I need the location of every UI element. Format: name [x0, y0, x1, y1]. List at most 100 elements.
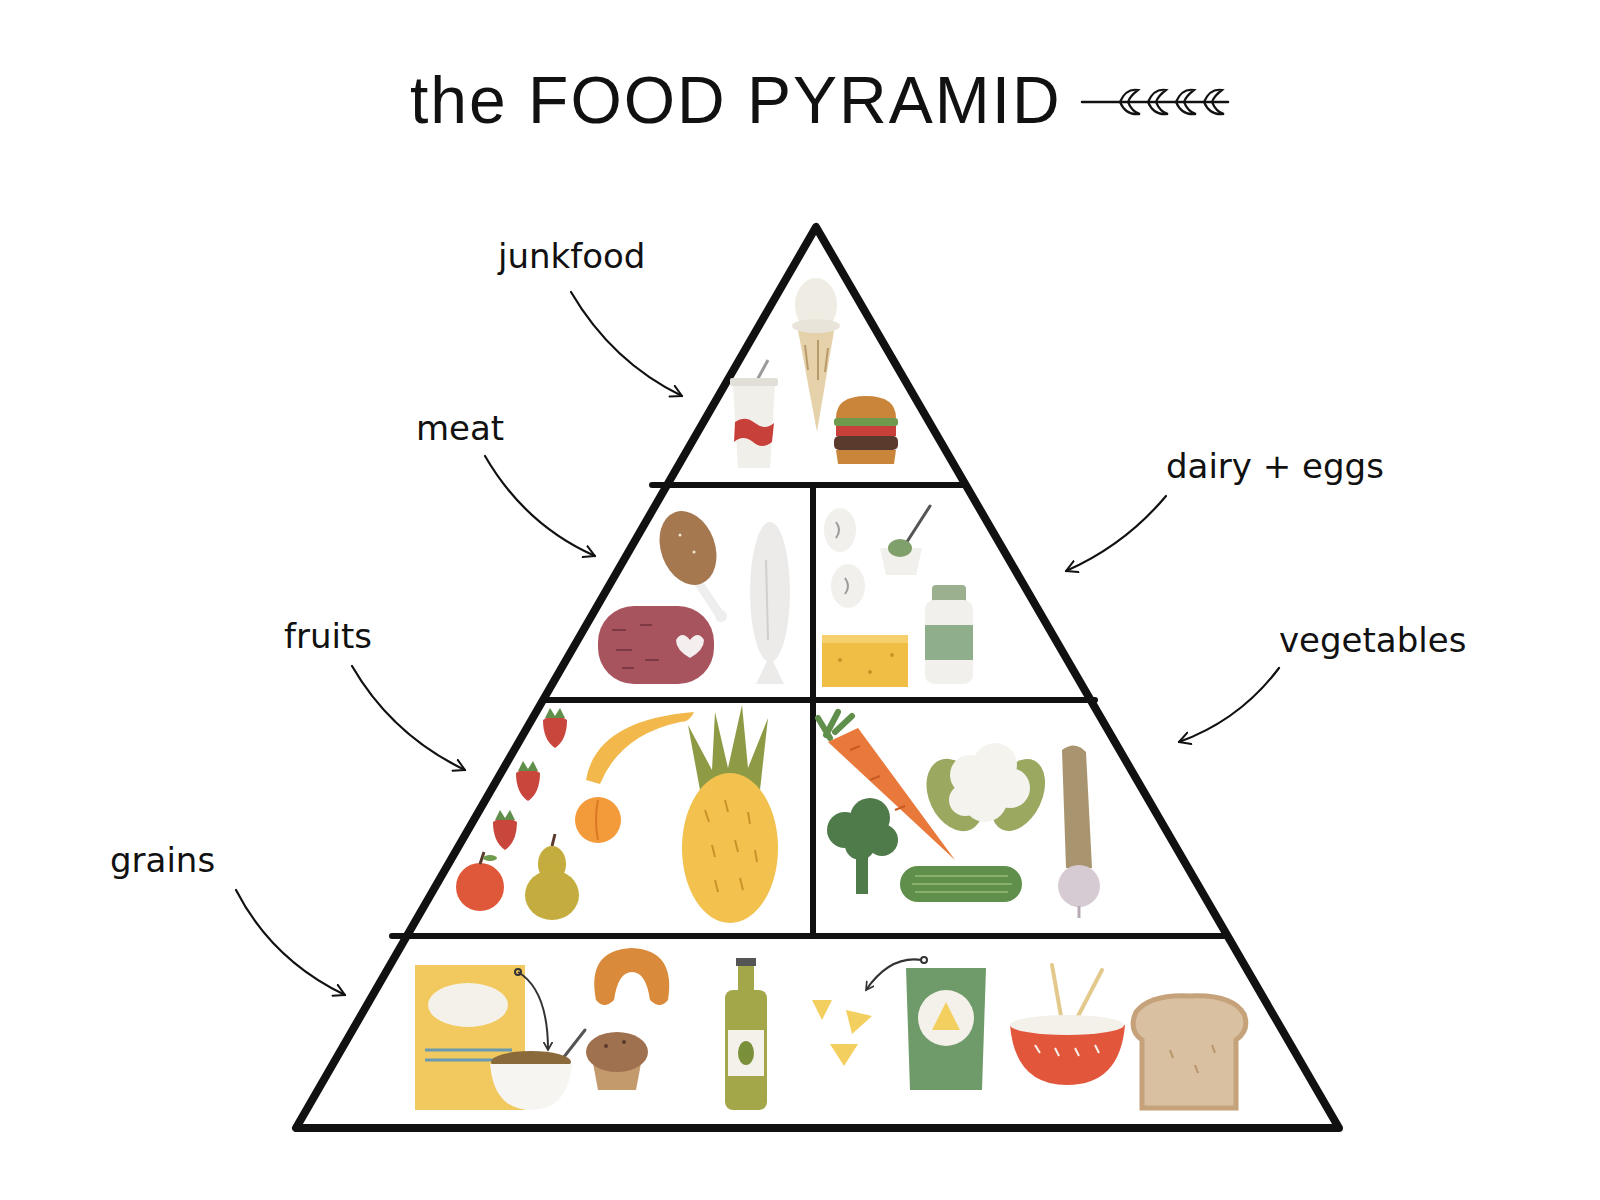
- broccoli: [845, 830, 875, 860]
- cucumber: [900, 866, 1022, 902]
- cucumber: [912, 876, 1012, 892]
- tortilla-chips: [846, 1010, 872, 1034]
- roast-meat: [598, 606, 714, 684]
- chip-bag: [866, 957, 986, 1090]
- strawberry: [518, 761, 538, 771]
- tortilla-chips: [812, 1000, 832, 1020]
- pineapple: [705, 800, 757, 892]
- strawberry: [545, 708, 565, 718]
- burger: [834, 436, 898, 450]
- burger: [836, 426, 896, 436]
- chip-bag: [921, 957, 927, 963]
- cheese: [890, 653, 894, 657]
- soda-cup: [733, 384, 775, 468]
- tortilla-chips: [812, 1000, 872, 1066]
- banana: [586, 712, 694, 784]
- oil-bottle: [738, 964, 754, 994]
- bread-slice: [1170, 1045, 1215, 1073]
- oil-bottle: [736, 958, 756, 966]
- pineapple: [682, 773, 778, 923]
- cereal-box: [425, 1049, 512, 1052]
- strawberry: [493, 818, 517, 850]
- pear: [525, 834, 579, 920]
- ice-cream-cone: [805, 340, 828, 380]
- pyramid-outline: [810, 485, 816, 936]
- roast-meat: [612, 625, 659, 668]
- soda-cup: [734, 419, 774, 446]
- milk-bottle: [925, 600, 973, 684]
- leader-arrow: [571, 292, 682, 396]
- muffin: [622, 1040, 626, 1044]
- leader-arrow: [352, 666, 465, 770]
- drumstick: [698, 582, 718, 612]
- fish: [766, 560, 768, 640]
- peach: [596, 800, 598, 840]
- ice-cream-cone: [792, 319, 840, 333]
- label-anchor: grains: [110, 840, 215, 880]
- roast-meat: [598, 606, 714, 684]
- pear: [525, 870, 579, 920]
- strawberry: [543, 716, 567, 748]
- strawberry: [493, 708, 567, 850]
- leader-arrow: [236, 292, 1279, 995]
- cereal-box: [428, 983, 508, 1027]
- rice-bowl: [1052, 965, 1062, 1022]
- parsnip: [1058, 865, 1100, 907]
- oil-bottle: [728, 1030, 764, 1076]
- burger: [834, 396, 898, 464]
- parsnip: [1058, 745, 1100, 918]
- pyramid-outline: [652, 482, 965, 488]
- soda-cup: [730, 378, 778, 386]
- chip-bag: [866, 959, 922, 990]
- cereal-box: [518, 972, 548, 1050]
- parsnip: [1062, 745, 1092, 868]
- title-feather-arrow: [1080, 80, 1230, 120]
- drumstick: [679, 534, 682, 537]
- drumstick: [650, 503, 727, 622]
- eggs: [836, 522, 848, 594]
- label-anchor: junkfood: [498, 236, 645, 276]
- chip-bag: [918, 990, 974, 1046]
- fish: [756, 655, 784, 684]
- cheese: [868, 670, 872, 674]
- leader-arrow: [236, 890, 345, 995]
- section-label: vegetables: [1279, 620, 1466, 660]
- cheese: [838, 658, 842, 662]
- rice-bowl: [1035, 1045, 1099, 1056]
- chip-bag: [906, 968, 986, 1090]
- burger: [836, 450, 896, 464]
- title-feather-arrow: [1176, 90, 1196, 115]
- pyramid-outline: [543, 697, 1095, 703]
- cauliflower: [915, 743, 1055, 840]
- ice-cream-cone: [792, 278, 840, 432]
- apple: [456, 863, 504, 911]
- drumstick: [693, 551, 696, 554]
- burger: [834, 418, 898, 426]
- title-row: the FOOD PYRAMID: [410, 62, 1230, 138]
- section-label: fruits: [284, 616, 372, 656]
- drumstick: [715, 610, 727, 622]
- cheese: [822, 635, 908, 687]
- peach: [575, 797, 621, 843]
- burger: [836, 396, 896, 418]
- diagram-title: the FOOD PYRAMID: [410, 62, 1062, 138]
- muffin: [604, 1044, 608, 1048]
- cheese: [822, 635, 908, 643]
- cereal-bowl: [490, 1064, 572, 1110]
- title-feather-arrow: [1148, 90, 1168, 115]
- cereal-box: [515, 969, 521, 975]
- bread-slice: [1133, 996, 1246, 1108]
- croissant: [594, 948, 669, 1005]
- pyramid-outline: [296, 227, 1339, 1128]
- broccoli: [827, 798, 898, 894]
- label-anchor: vegetables: [1279, 620, 1466, 660]
- yogurt-cup: [880, 506, 930, 575]
- parsnip: [1078, 906, 1081, 918]
- eggs: [824, 508, 865, 608]
- pyramid-outline: [392, 933, 1225, 939]
- milk-bottle: [925, 585, 973, 684]
- bread-slice: [1133, 996, 1246, 1108]
- section-label: dairy + eggs: [1166, 446, 1384, 486]
- section-label: grains: [110, 840, 215, 880]
